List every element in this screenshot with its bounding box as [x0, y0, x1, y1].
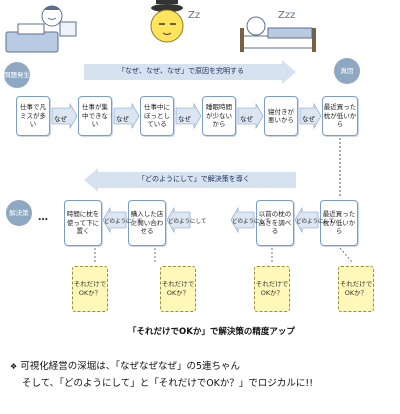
why-chain-box-4: 睡眠時間が少ないから: [202, 96, 236, 136]
how-chain-box-1: 時間に枕を使って下に置く: [64, 200, 102, 246]
why-chain-box-1: 仕事で凡ミスが多い: [16, 96, 50, 136]
why-label-1: なぜ: [54, 115, 67, 123]
why-chain-box-3: 仕事中にぼっとしている: [140, 96, 174, 136]
how-label-3: どのようにして: [232, 219, 271, 225]
how-chain-box-3: 以前の枕の高さを調べる: [256, 200, 294, 246]
why-chain-box-6: 最近買った枕が低いから: [322, 96, 358, 136]
problem-badge: 問題発生: [4, 62, 30, 88]
footer-line-1-text: 可視化経営の深堀は、「なぜなぜなぜ」の5連ちゃん: [20, 361, 240, 372]
why-label-5: なぜ: [302, 115, 315, 123]
sleeping-in-bed-illustration: Zzz: [240, 10, 316, 52]
how-label-4: どのようにして: [296, 219, 335, 225]
why-chain-box-2: 仕事が集中できない: [78, 96, 112, 136]
bottom-banner-arrow: [84, 168, 296, 192]
ellipsis: …: [38, 212, 49, 223]
how-chain-box-2: 購入した店に問い合わせる: [128, 200, 166, 246]
ok-check-note-3: それだけでOKか？: [254, 266, 290, 312]
why-chain-box-5: 寝付きが悪いから: [264, 96, 298, 136]
sleepy-face-illustration: Zz: [150, 0, 200, 43]
solution-badge: 解決策: [6, 200, 32, 226]
why-label-2: なぜ: [116, 115, 129, 123]
svg-text:Zz: Zz: [188, 10, 200, 21]
how-label-1: どのようにして: [104, 219, 143, 225]
top-banner-label: 「なぜ、なぜ、なぜ」で原因を究明する: [118, 67, 244, 75]
footer-line-1: ❖ 可視化経営の深堀は、「なぜなぜなぜ」の5連ちゃん: [10, 358, 240, 372]
top-banner-arrow: [84, 60, 296, 84]
svg-text:Zzz: Zzz: [278, 10, 295, 21]
why-label-3: なぜ: [178, 115, 191, 123]
tired-worker-illustration: [5, 5, 77, 53]
ok-check-note-4: それだけでOKか？: [338, 266, 374, 312]
how-label-2: どのようにして: [168, 219, 207, 225]
why-label-4: なぜ: [240, 115, 253, 123]
caption: 「それだけでOKか」で解決策の精度アップ: [128, 327, 295, 337]
footer-line-2: そして、「どのようにして」と「それだけでOKか？」でロジカルに!!: [22, 378, 314, 389]
ok-check-note-1: それだけでOKか？: [72, 266, 108, 312]
diamond-bullet-icon: ❖: [10, 362, 18, 371]
how-chain-box-4: 最近買った枕が低いから: [320, 200, 358, 246]
ok-check-note-2: それだけでOKか？: [160, 266, 196, 312]
root-cause-badge: 真因: [334, 58, 360, 84]
bottom-banner-label: 「どのようにして」で解決策を導く: [138, 175, 250, 183]
